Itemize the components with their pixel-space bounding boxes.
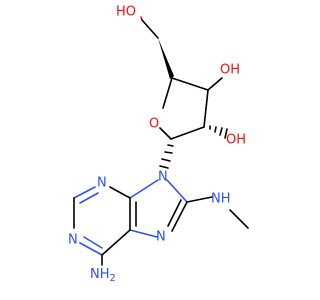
bond-c8-n7b	[167, 199, 182, 227]
bond-n3-c2	[73, 186, 96, 199]
bond-c8-nh	[186, 196, 213, 203]
atom-label-nh-methyl: NH	[211, 192, 231, 207]
bond-n1-c6b	[83, 236, 103, 249]
hash-c1-n9	[159, 144, 174, 169]
molecule-structure: HO O OH OH N N N N NH NH2	[68, 5, 249, 284]
bond-n9-c8	[166, 179, 188, 203]
atom-label-n1: N	[68, 233, 78, 248]
bond-c3-oh	[207, 77, 223, 91]
atom-label-ho-top: HO	[116, 5, 136, 20]
atom-label-oh-c2: OH	[226, 133, 246, 148]
bond-nh-ch3	[229, 209, 249, 229]
atom-label-nh2: NH2	[90, 267, 116, 284]
bond-c4-ring-o	[162, 77, 173, 109]
atom-label-n3: N	[97, 176, 107, 191]
bond-c2-c1	[170, 126, 205, 140]
bond-c6-c5	[101, 229, 131, 256]
wedge-c5-c4	[158, 38, 174, 79]
bond-c4-c3	[171, 77, 209, 91]
bond-n9-c4	[129, 179, 159, 199]
bond-o5-c5b	[141, 19, 159, 39]
bond-n1-c6	[79, 242, 103, 256]
atom-labels: HO O OH OH N N N N NH NH2	[68, 5, 246, 284]
bond-c3-c2	[203, 89, 209, 128]
atom-label-nh2-subscript: 2	[110, 273, 116, 284]
atom-label-ring-o: O	[149, 117, 159, 132]
bond-n3-c2b	[79, 192, 99, 204]
bond-c4-n3	[109, 186, 131, 199]
bond-c8-n7	[171, 201, 188, 232]
atom-label-n7: N	[156, 230, 166, 245]
bond-n7-c5	[129, 229, 158, 238]
atom-label-oh-c3: OH	[220, 63, 240, 78]
hash-c2-oh	[209, 125, 228, 139]
bond-ring-o-c1	[159, 127, 172, 140]
bonds	[73, 16, 249, 266]
atom-label-n9: N	[158, 170, 168, 185]
